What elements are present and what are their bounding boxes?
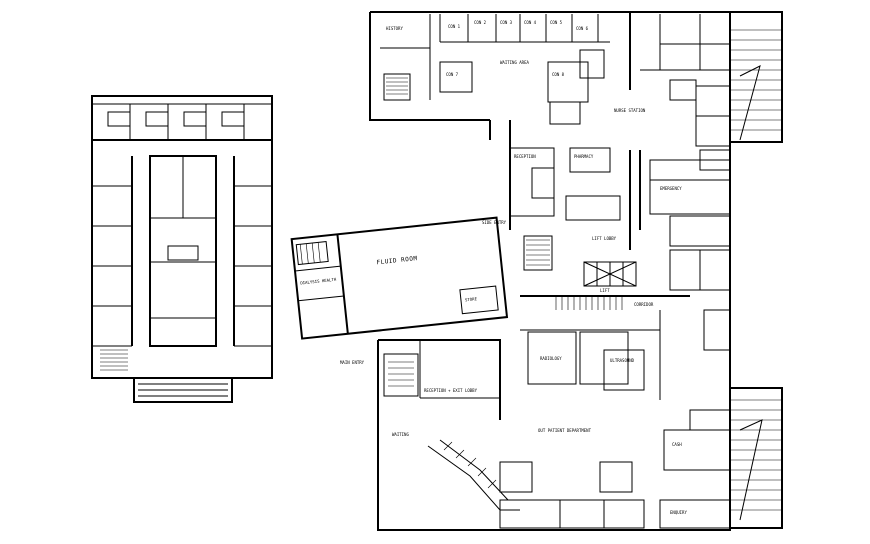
room-label-con-8: CON 8 <box>552 72 565 77</box>
room-label-corridor: CORRIDOR <box>634 302 654 307</box>
room-label-waiting-area: WAITING AREA <box>500 60 529 65</box>
room-label-ultrasound: ULTRASOUND <box>610 358 635 363</box>
room-label-con-4: CON 4 <box>524 20 537 25</box>
main-entry-label: MAIN ENTRY <box>340 360 365 365</box>
room-label-fluid: FLUID ROOM <box>376 255 418 266</box>
room-label-reception: RECEPTION <box>514 154 536 159</box>
room-label-con-6: CON 6 <box>576 26 589 31</box>
room-label-enquiry: ENQUIRY <box>670 510 687 515</box>
left-building <box>91 95 273 403</box>
room-label-opd: OUT PATIENT DEPARTMENT <box>538 428 592 433</box>
room-label-reception-exit: RECEPTION + EXIT LOBBY <box>424 388 478 393</box>
room-label-dialysis: DIALYSIS HEALTH <box>300 277 337 286</box>
room-label-store: STORE <box>465 296 478 302</box>
room-label-emergency: EMERGENCY <box>660 186 682 191</box>
room-label-radiology: RADIOLOGY <box>540 356 562 361</box>
main-building: HISTORY CON 1 CON 2 CON 3 CON 4 CON 5 CO… <box>340 11 783 531</box>
room-label-con-1: CON 1 <box>448 24 461 29</box>
room-label-con-3: CON 3 <box>500 20 513 25</box>
middle-block: FLUID ROOM DIALYSIS HEALTH STORE <box>290 216 509 340</box>
room-label-con-5: CON 5 <box>550 20 563 25</box>
room-label-history: HISTORY <box>386 26 403 31</box>
side-entry-label: SIDE ENTRY <box>482 220 507 225</box>
room-label-pharmacy: PHARMACY <box>574 154 594 159</box>
room-label-lift: LIFT <box>600 288 610 293</box>
room-label-con-2: CON 2 <box>474 20 487 25</box>
room-label-lift-lobby: LIFT LOBBY <box>592 236 617 241</box>
room-label-con-7: CON 7 <box>446 72 459 77</box>
room-label-cash: CASH <box>672 442 682 447</box>
room-label-nurse-station: NURSE STATION <box>614 108 646 113</box>
room-label-waiting: WAITING <box>392 432 409 437</box>
